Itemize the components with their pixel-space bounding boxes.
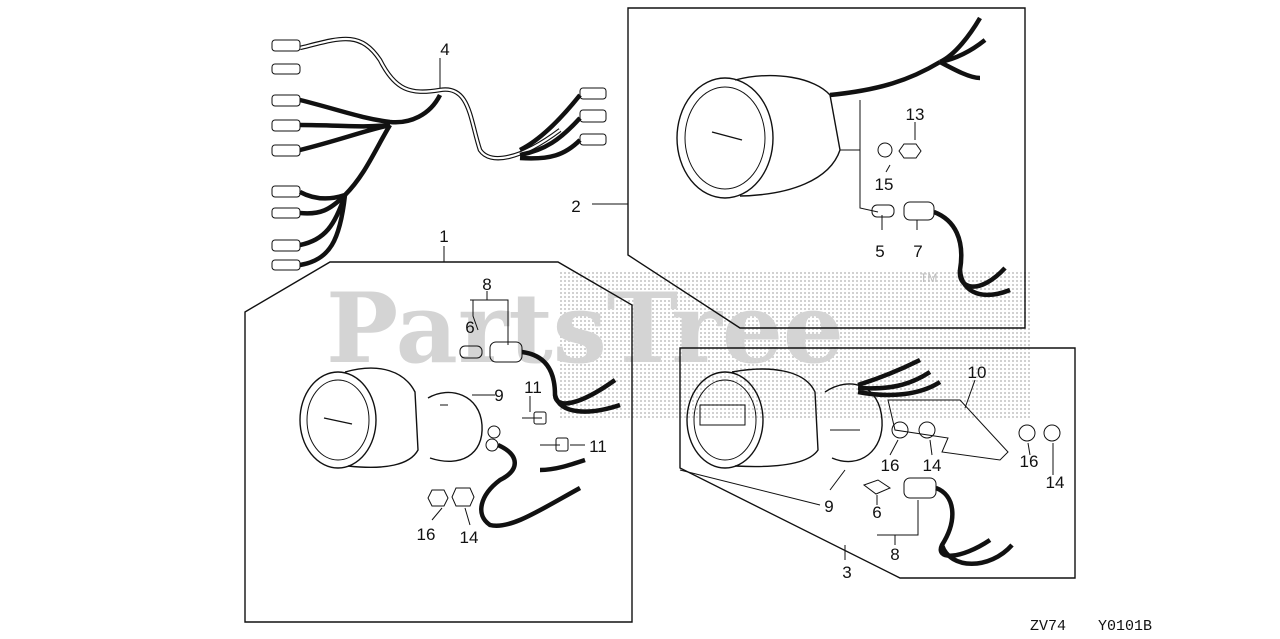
- footer-right-code: Y0101B: [1098, 618, 1152, 635]
- callout-10: 10: [968, 363, 987, 382]
- callout-7: 7: [913, 242, 922, 261]
- callout-8a: 8: [482, 275, 491, 294]
- diagram-footer: ZV74 Y0101B: [1030, 618, 1152, 635]
- partstree-watermark: PartsTree TM: [326, 270, 1030, 420]
- leader-lines: [431, 122, 1054, 560]
- callout-4: 4: [440, 40, 449, 59]
- callout-labels: 1 2 3 4 5 6 6 7 8 8 9 9 10 11 11 13 14 1…: [417, 40, 1065, 582]
- footer-left-code: ZV74: [1030, 618, 1066, 635]
- gauge-assembly-2: [592, 16, 1011, 298]
- callout-13: 13: [906, 105, 925, 124]
- gauge-assembly-3: [679, 357, 1061, 566]
- callout-1: 1: [439, 227, 448, 246]
- callout-8b: 8: [890, 545, 899, 564]
- gauge-assembly-1: [299, 341, 621, 529]
- panel-gauge-1: [244, 261, 633, 623]
- callout-16c: 16: [1020, 452, 1039, 471]
- wiring-harness: [271, 36, 607, 271]
- watermark-tm: TM: [920, 271, 937, 285]
- callout-11a: 11: [524, 378, 542, 397]
- callout-9a: 9: [494, 386, 503, 405]
- panel-gauge-2: [627, 7, 1026, 329]
- callout-9b: 9: [824, 497, 833, 516]
- callout-2: 2: [571, 197, 580, 216]
- callout-14c: 14: [1046, 473, 1065, 492]
- callout-14a: 14: [460, 528, 479, 547]
- callout-15: 15: [875, 175, 894, 194]
- callout-14b: 14: [923, 456, 942, 475]
- callout-5: 5: [875, 242, 884, 261]
- callout-16a: 16: [417, 525, 436, 544]
- callout-11b: 11: [589, 437, 607, 456]
- callout-6b: 6: [872, 503, 881, 522]
- panel-gauge-3: [679, 347, 1076, 579]
- callout-3: 3: [842, 563, 851, 582]
- callout-6a: 6: [465, 318, 474, 337]
- callout-16b: 16: [881, 456, 900, 475]
